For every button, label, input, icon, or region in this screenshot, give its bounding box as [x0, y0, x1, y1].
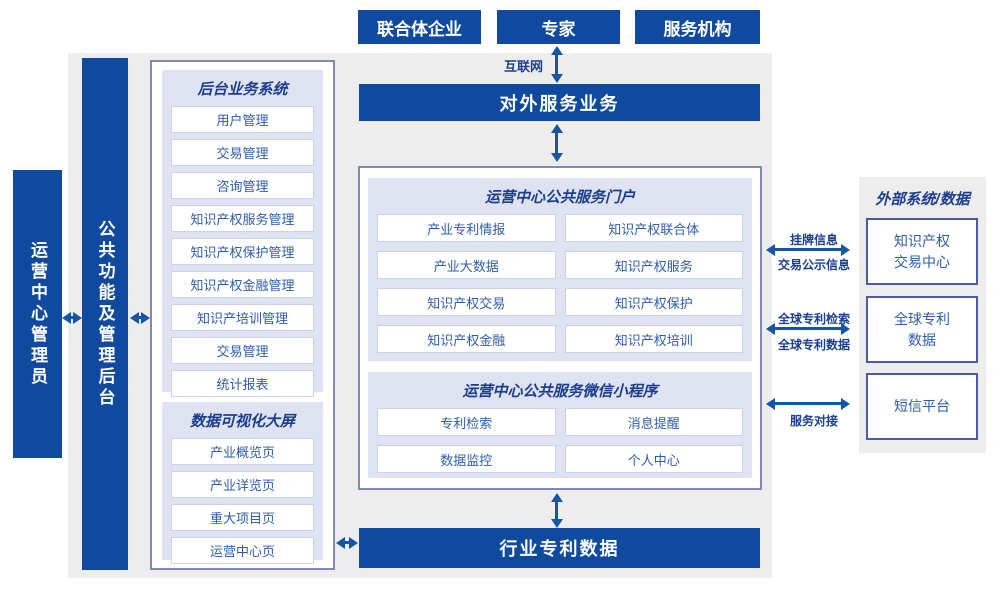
ext-box-sms-platform: 短信平台 — [866, 373, 978, 440]
dashboard-item: 产业详览页 — [171, 471, 314, 498]
actor-label: 专家 — [541, 19, 576, 39]
backend-system-section: 后台业务系统 用户管理 交易管理 咨询管理 知识产权服务管理 知识产权保护管理 … — [162, 70, 323, 397]
industry-patent-data-bar: 行业专利数据 — [359, 528, 760, 568]
link-label-global-patent-data: 全球专利数据 — [777, 338, 850, 352]
internet-label: 互联网 — [503, 59, 543, 74]
external-service-bar: 对外服务业务 — [359, 84, 760, 121]
portal-item-grid: 产业专利情报 知识产权联合体 产业大数据 知识产权服务 知识产权交易 知识产权保… — [368, 214, 752, 361]
portal-item: 知识产权交易 — [377, 288, 556, 316]
portal-item: 产业大数据 — [377, 251, 556, 279]
portal-item: 知识产权联合体 — [564, 214, 743, 242]
actor-label: 联合体企业 — [377, 19, 462, 39]
backend-item-list: 用户管理 交易管理 咨询管理 知识产权服务管理 知识产权保护管理 知识产权金融管… — [162, 106, 323, 405]
external-systems-title: 外部系统/数据 — [875, 191, 970, 208]
dashboard-item: 产业概览页 — [171, 438, 314, 465]
section-title: 后台业务系统 — [197, 81, 288, 98]
arrow-ip-trading-icon — [766, 243, 850, 256]
section-title: 运营中心公共服务微信小程序 — [462, 383, 658, 400]
arrow-global-patent-icon — [766, 322, 850, 335]
miniprogram-item: 消息提醒 — [564, 408, 743, 436]
section-title: 运营中心公共服务门户 — [484, 189, 635, 206]
link-label-global-patent-search: 全球专利检索 — [777, 312, 850, 326]
backend-item: 交易管理 — [171, 139, 314, 166]
backend-item: 交易管理 — [171, 337, 314, 364]
backend-item: 知识产权服务管理 — [171, 205, 314, 232]
miniprogram-item: 专利检索 — [377, 408, 556, 436]
rail-operations-center-admin: 运营中心管理员 — [13, 170, 62, 458]
backend-item: 咨询管理 — [171, 172, 314, 199]
dashboard-item-list: 产业概览页 产业详览页 重大项目页 运营中心页 — [162, 438, 323, 572]
section-title: 数据可视化大屏 — [189, 413, 295, 430]
portal-item: 知识产权服务 — [564, 251, 743, 279]
dashboard-item: 重大项目页 — [171, 504, 314, 531]
arrow-admin-to-management-icon — [62, 311, 82, 324]
dashboard-section: 数据可视化大屏 产业概览页 产业详览页 重大项目页 运营中心页 — [162, 402, 323, 564]
miniprogram-section: 运营中心公共服务微信小程序 专利检索 消息提醒 数据监控 个人中心 — [368, 372, 752, 478]
actor-experts: 专家 — [497, 10, 620, 44]
portal-item: 产业专利情报 — [377, 214, 556, 242]
dashboard-item: 运营中心页 — [171, 537, 314, 564]
actor-consortium-enterprises: 联合体企业 — [358, 10, 481, 44]
ext-box-ip-trading-center: 知识产权 交易中心 — [866, 218, 978, 285]
bar-label: 对外服务业务 — [499, 93, 620, 114]
arrow-dashboard-to-patent-data-icon — [336, 536, 358, 549]
portal-item: 知识产权金融 — [377, 325, 556, 353]
arrow-service-to-portal-icon — [550, 124, 563, 162]
portal-item: 知识产权保护 — [564, 288, 743, 316]
backend-item: 知识产培训管理 — [171, 304, 314, 331]
backend-item: 知识产权保护管理 — [171, 238, 314, 265]
ext-box-global-patent-data: 全球专利 数据 — [866, 296, 978, 363]
actor-service-organizations: 服务机构 — [635, 10, 760, 44]
backend-item: 统计报表 — [171, 370, 314, 397]
miniprogram-item: 数据监控 — [377, 445, 556, 473]
arrow-portal-to-patent-data-icon — [550, 493, 563, 528]
miniprogram-item-grid: 专利检索 消息提醒 数据监控 个人中心 — [368, 408, 752, 481]
arrow-sms-service-icon — [766, 397, 850, 410]
actor-label: 服务机构 — [663, 19, 732, 39]
portal-section: 运营中心公共服务门户 产业专利情报 知识产权联合体 产业大数据 知识产权服务 知… — [368, 178, 752, 361]
portal-item: 知识产权培训 — [564, 325, 743, 353]
miniprogram-item: 个人中心 — [564, 445, 743, 473]
link-label-listing-info: 挂牌信息 — [789, 233, 838, 247]
link-label-trade-publicity-info: 交易公示信息 — [777, 258, 850, 272]
backend-item: 用户管理 — [171, 106, 314, 133]
rail-label: 运营中心管理员 — [28, 240, 47, 388]
bar-label: 行业专利数据 — [499, 539, 620, 559]
rail-label: 公共功能及管理后台 — [95, 219, 115, 409]
rail-public-functions-management: 公共功能及管理后台 — [82, 58, 128, 570]
backend-item: 知识产权金融管理 — [171, 271, 314, 298]
arrow-management-to-backend-icon — [130, 311, 150, 324]
link-label-service-docking: 服务对接 — [789, 414, 838, 428]
arrow-internet-icon — [550, 46, 563, 83]
